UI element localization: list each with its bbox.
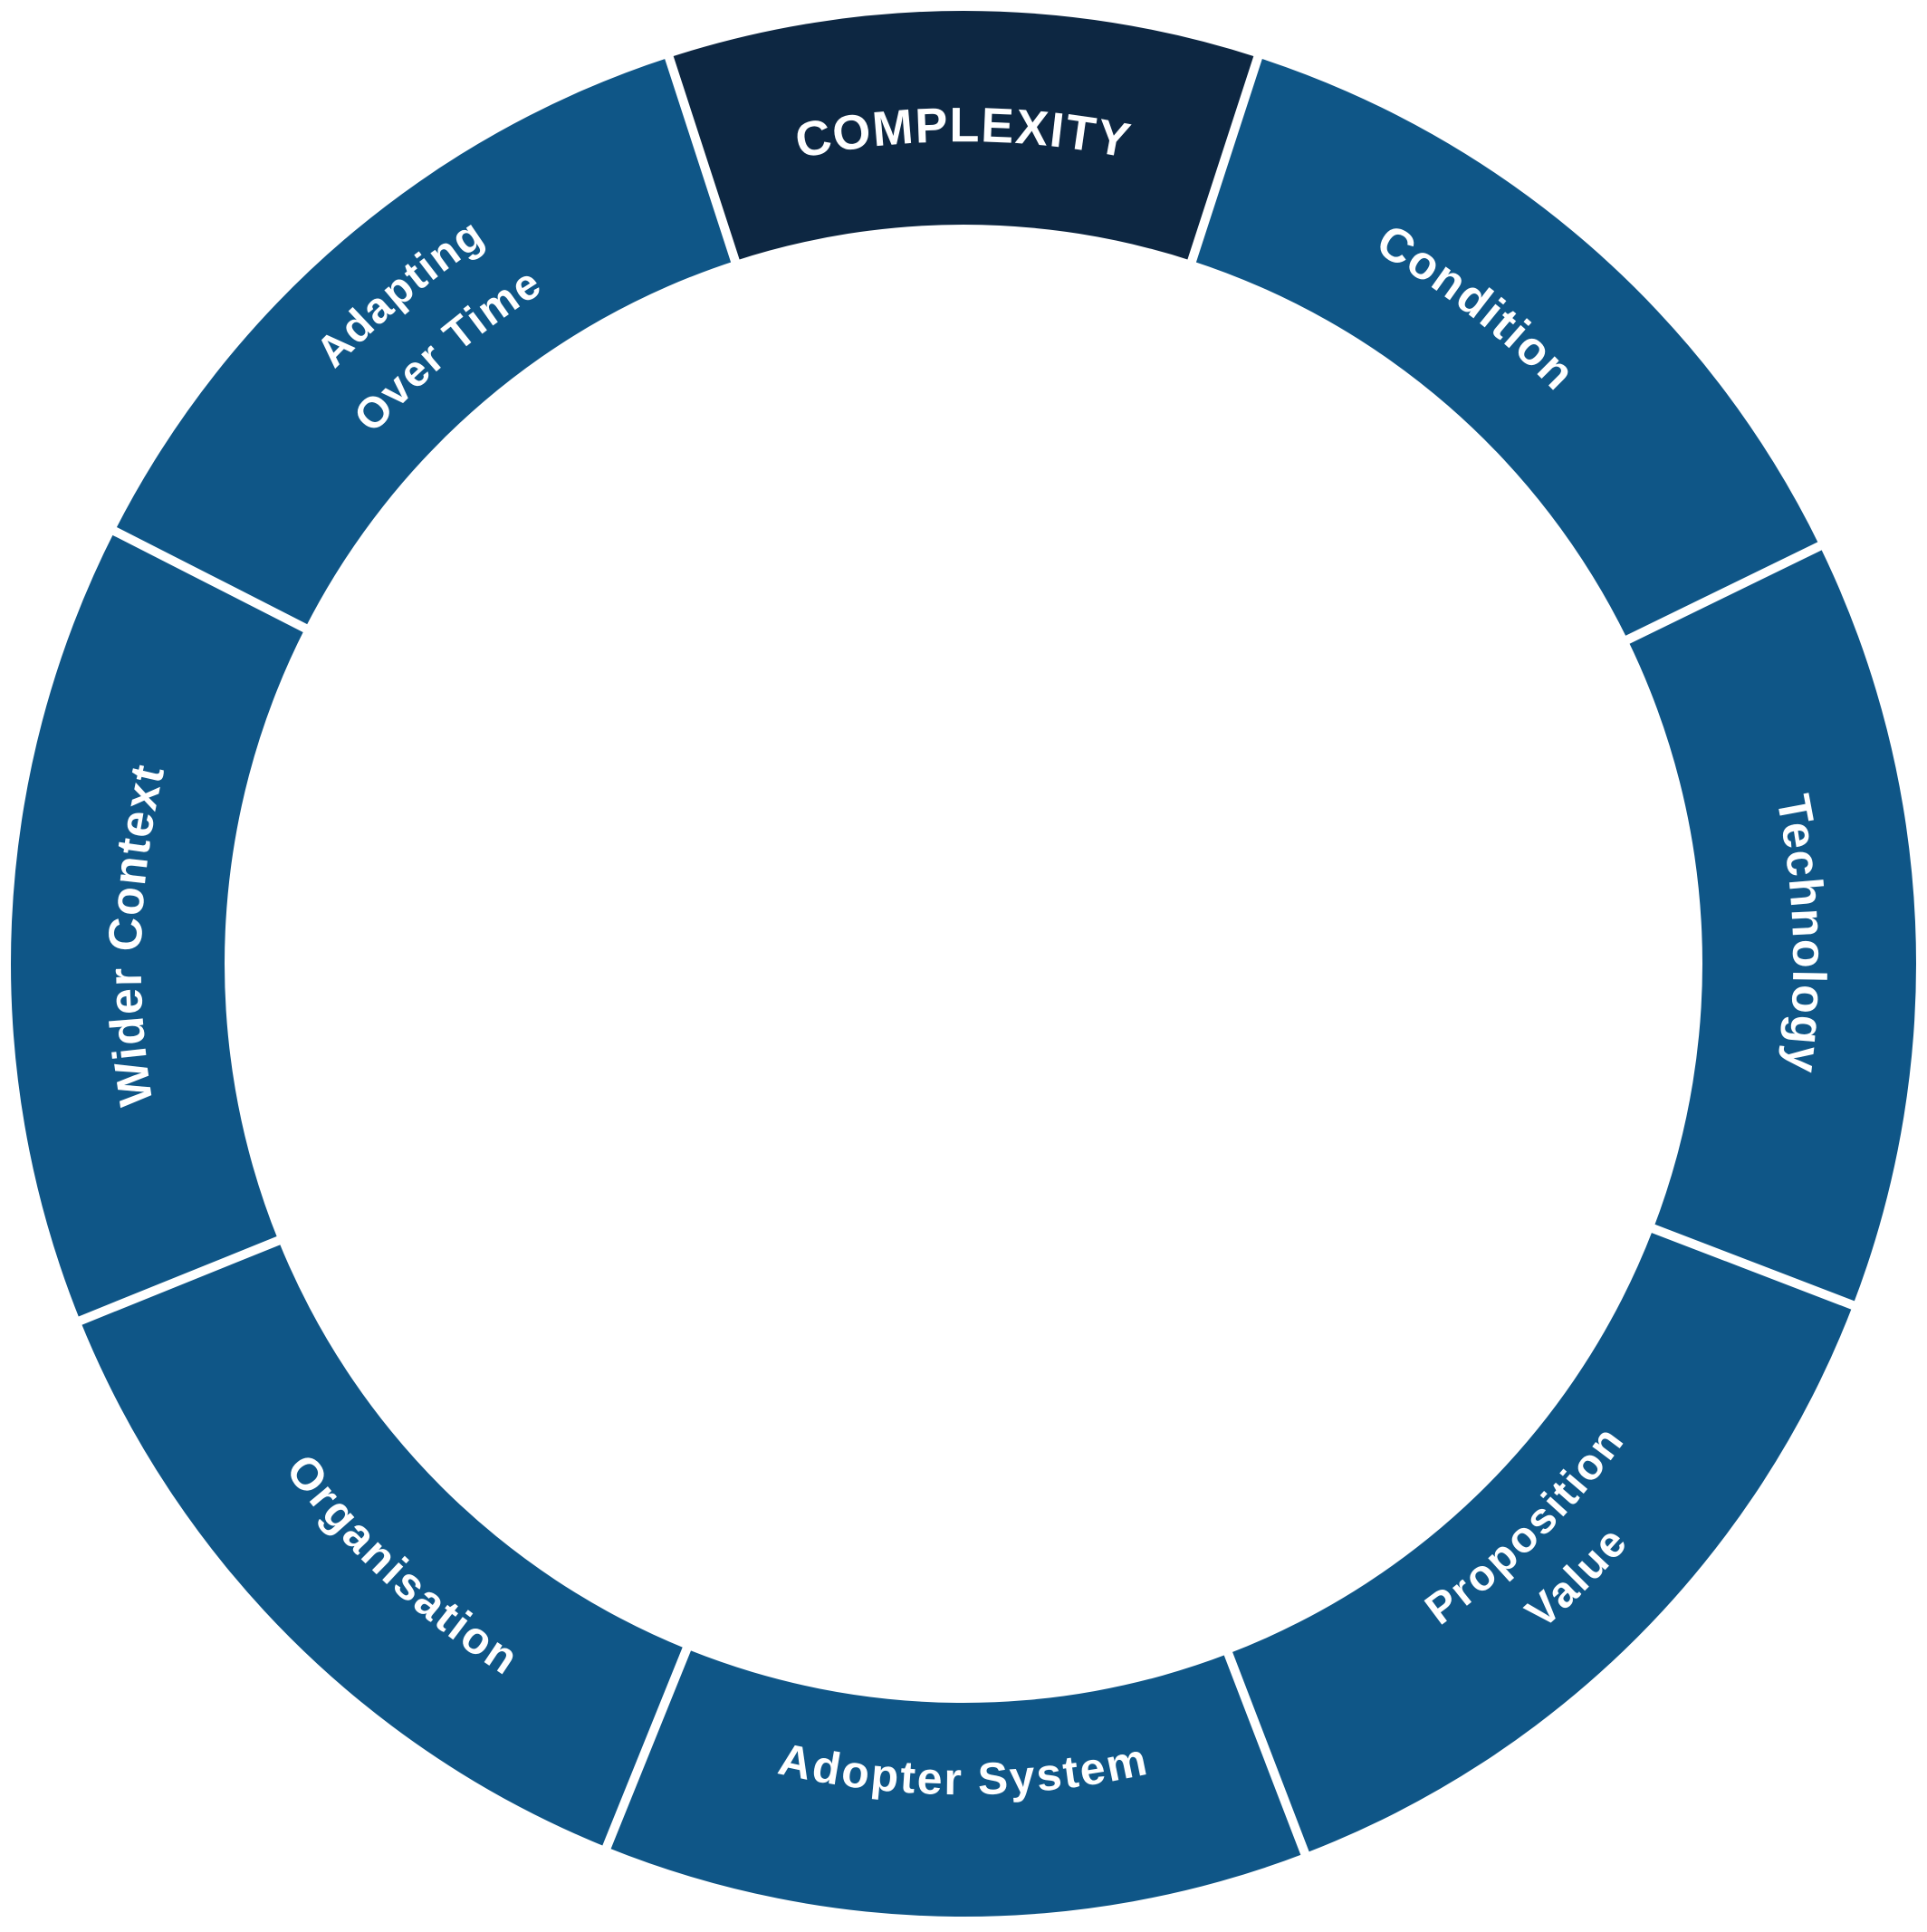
segment-technology [1627,545,1916,1306]
segment-divider [663,51,742,268]
segment-divider [73,1234,285,1327]
segment-wider-context [10,531,305,1322]
segment-divider [1620,539,1827,647]
segment-complexity [668,11,1259,261]
segment-value-proposition [1228,1228,1854,1854]
segment-divider [1646,1222,1860,1312]
segment-divider [600,1642,694,1854]
segment-divider [1185,51,1264,268]
segment-organisation [80,1240,687,1848]
segments-layer [10,11,1916,1917]
segment-adapting-over-time [114,57,735,629]
segment-divider [1222,1647,1311,1860]
dividers-layer [73,51,1860,1860]
segment-adopter-system [606,1648,1306,1917]
labels-layer: COMPLEXITYConditionTechnologyValuePropos… [100,98,1834,1804]
segment-condition [1192,57,1820,640]
segment-divider [108,524,312,635]
